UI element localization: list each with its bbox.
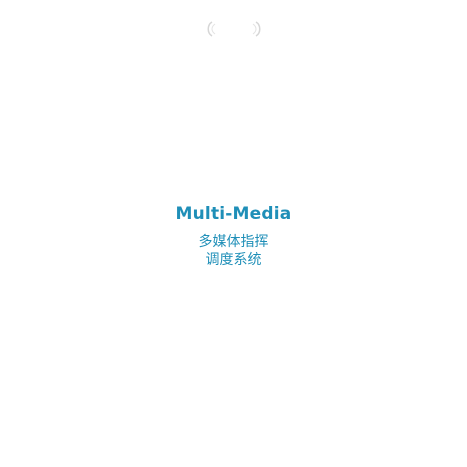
title-block: Multi-Media 多媒体指挥 调度系统 — [0, 203, 467, 269]
bracket-left-icon — [207, 21, 216, 37]
top-ornament — [0, 20, 467, 40]
bracket-right-icon — [252, 21, 261, 37]
app-subtitle-line1: 多媒体指挥 — [198, 234, 269, 250]
app-subtitle-line2: 调度系统 — [205, 252, 262, 268]
app-title: Multi-Media — [175, 204, 292, 224]
